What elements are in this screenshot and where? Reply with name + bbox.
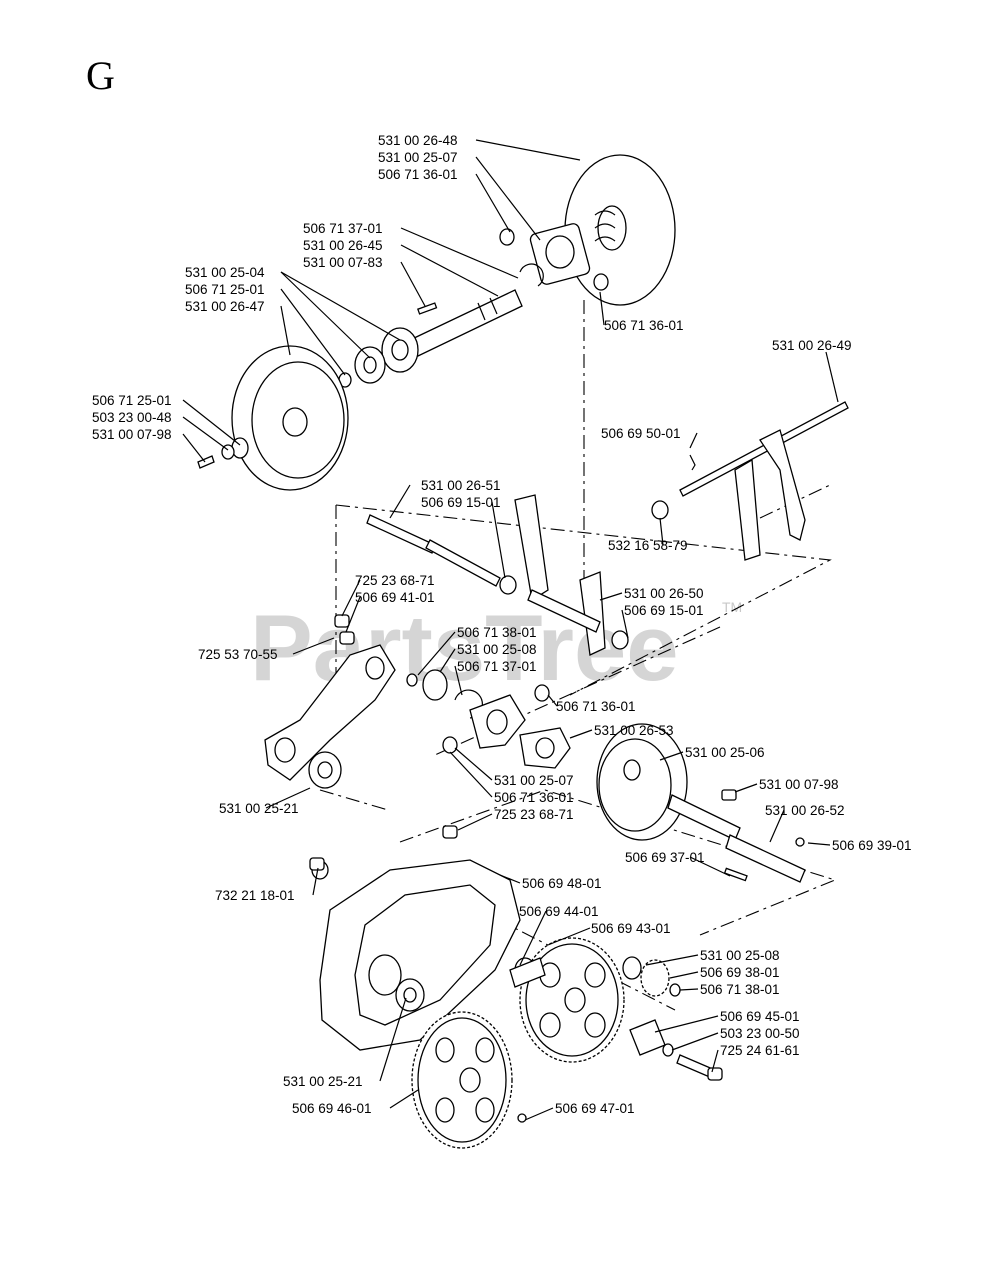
part-label: 506 71 38-01 xyxy=(700,982,780,997)
shift-fork xyxy=(499,494,629,656)
part-label: 531 00 26-52 xyxy=(765,803,845,818)
part-label: 531 00 26-45 xyxy=(303,238,383,253)
part-label: 506 69 39-01 xyxy=(832,838,912,853)
part-label: 725 24 61-61 xyxy=(720,1043,800,1058)
gear-large-upper xyxy=(514,937,625,1063)
pulley xyxy=(197,345,349,491)
part-label: 531 00 25-21 xyxy=(283,1074,363,1089)
part-label: 506 71 36-01 xyxy=(494,790,574,805)
part-label: 531 00 26-48 xyxy=(378,133,458,148)
bearings-middle xyxy=(406,669,571,769)
part-label: 506 71 38-01 xyxy=(457,625,537,640)
bolt xyxy=(442,825,458,839)
part-label: 531 00 07-83 xyxy=(303,255,383,270)
assembly-line xyxy=(335,504,832,696)
bushing-bolt xyxy=(629,1019,723,1081)
drive-shafts xyxy=(667,789,806,883)
part-label: 531 00 25-04 xyxy=(185,265,265,280)
part-label: 531 00 07-98 xyxy=(92,427,172,442)
part-label: 506 69 15-01 xyxy=(421,495,501,510)
leader-lines xyxy=(182,139,839,1121)
part-label: 531 00 26-49 xyxy=(772,338,852,353)
shift-shaft xyxy=(651,401,849,561)
part-label: 506 71 36-01 xyxy=(604,318,684,333)
assembly-line xyxy=(399,789,837,936)
part-label: 531 00 26-50 xyxy=(624,586,704,601)
part-label: 506 69 50-01 xyxy=(601,426,681,441)
part-label: 506 69 38-01 xyxy=(700,965,780,980)
part-label: 531 00 25-07 xyxy=(378,150,458,165)
part-label: 506 69 15-01 xyxy=(624,603,704,618)
part-label: 725 53 70-55 xyxy=(198,647,278,662)
part-label: 503 23 00-50 xyxy=(720,1026,800,1041)
part-label: 531 00 25-06 xyxy=(685,745,765,760)
part-label: 506 69 46-01 xyxy=(292,1101,372,1116)
part-label: 503 23 00-48 xyxy=(92,410,172,425)
pin xyxy=(417,302,438,315)
part-label: 531 00 26-51 xyxy=(421,478,501,493)
part-label: 531 00 25-21 xyxy=(219,801,299,816)
bearing-housing-top xyxy=(499,223,609,291)
part-label: 531 00 25-08 xyxy=(457,642,537,657)
watermark: PartsTree TM xyxy=(250,595,742,700)
part-label: 506 69 43-01 xyxy=(591,921,671,936)
part-label: 531 00 26-53 xyxy=(594,723,674,738)
part-label: 506 71 36-01 xyxy=(556,699,636,714)
rods-middle xyxy=(366,514,501,587)
part-label: 531 00 26-47 xyxy=(185,299,265,314)
bolts-left xyxy=(334,614,355,645)
circlip xyxy=(519,263,544,287)
part-number-labels: 531 00 26-48 531 00 25-07 506 71 36-01 5… xyxy=(92,133,912,1116)
part-label: 506 71 25-01 xyxy=(92,393,172,408)
nut xyxy=(309,857,325,871)
part-label: 506 69 37-01 xyxy=(625,850,705,865)
part-label: 506 69 45-01 xyxy=(720,1009,800,1024)
part-label: 506 71 37-01 xyxy=(457,659,537,674)
drive-drum xyxy=(596,723,688,841)
part-label: 725 23 68-71 xyxy=(355,573,435,588)
part-label: 531 00 25-07 xyxy=(494,773,574,788)
part-label: 732 21 18-01 xyxy=(215,888,295,903)
part-label: 506 69 47-01 xyxy=(555,1101,635,1116)
part-label: 506 69 44-01 xyxy=(519,904,599,919)
section-letter: G xyxy=(86,53,115,98)
part-label: 531 00 25-08 xyxy=(700,948,780,963)
part-label: 506 71 25-01 xyxy=(185,282,265,297)
assembly-line xyxy=(449,894,676,1011)
part-label: 506 69 41-01 xyxy=(355,590,435,605)
part-label: 506 71 37-01 xyxy=(303,221,383,236)
shaft-upper xyxy=(409,289,523,357)
drive-disc xyxy=(564,154,676,306)
gear-large-lower xyxy=(411,1011,527,1149)
assembly-line xyxy=(434,626,721,756)
small-gear xyxy=(509,956,681,997)
bracket-plate xyxy=(264,644,396,789)
part-label: 531 00 07-98 xyxy=(759,777,839,792)
watermark-text: PartsTree xyxy=(250,595,679,700)
watermark-tm: TM xyxy=(722,599,742,615)
parts xyxy=(197,154,849,1149)
part-label: 506 71 36-01 xyxy=(378,167,458,182)
bearing-set xyxy=(338,327,419,388)
assembly-lines xyxy=(319,300,837,1011)
assembly-line xyxy=(319,789,389,811)
part-label: 532 16 58-79 xyxy=(608,538,688,553)
gear-case xyxy=(311,859,521,1051)
part-label: 506 69 48-01 xyxy=(522,876,602,891)
part-label: 725 23 68-71 xyxy=(494,807,574,822)
